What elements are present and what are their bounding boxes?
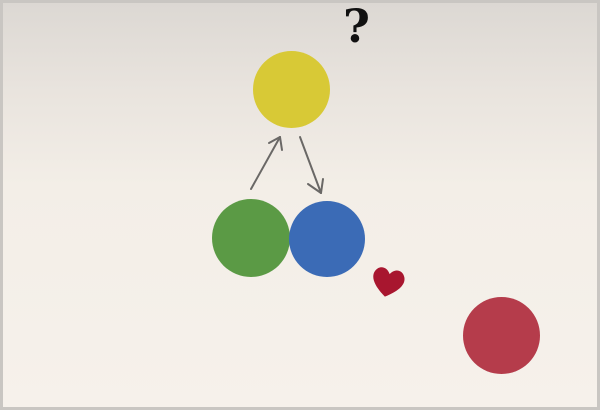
heart-icon [373,267,405,297]
green-circle [212,199,290,277]
blue-circle [289,201,365,277]
arrows-layer [250,136,324,194]
yellow-circle [253,51,330,128]
arrow-down-icon [299,136,324,194]
red-circle [463,297,540,374]
question-mark-text: ? [343,0,370,53]
arrow-up-icon [250,136,283,190]
